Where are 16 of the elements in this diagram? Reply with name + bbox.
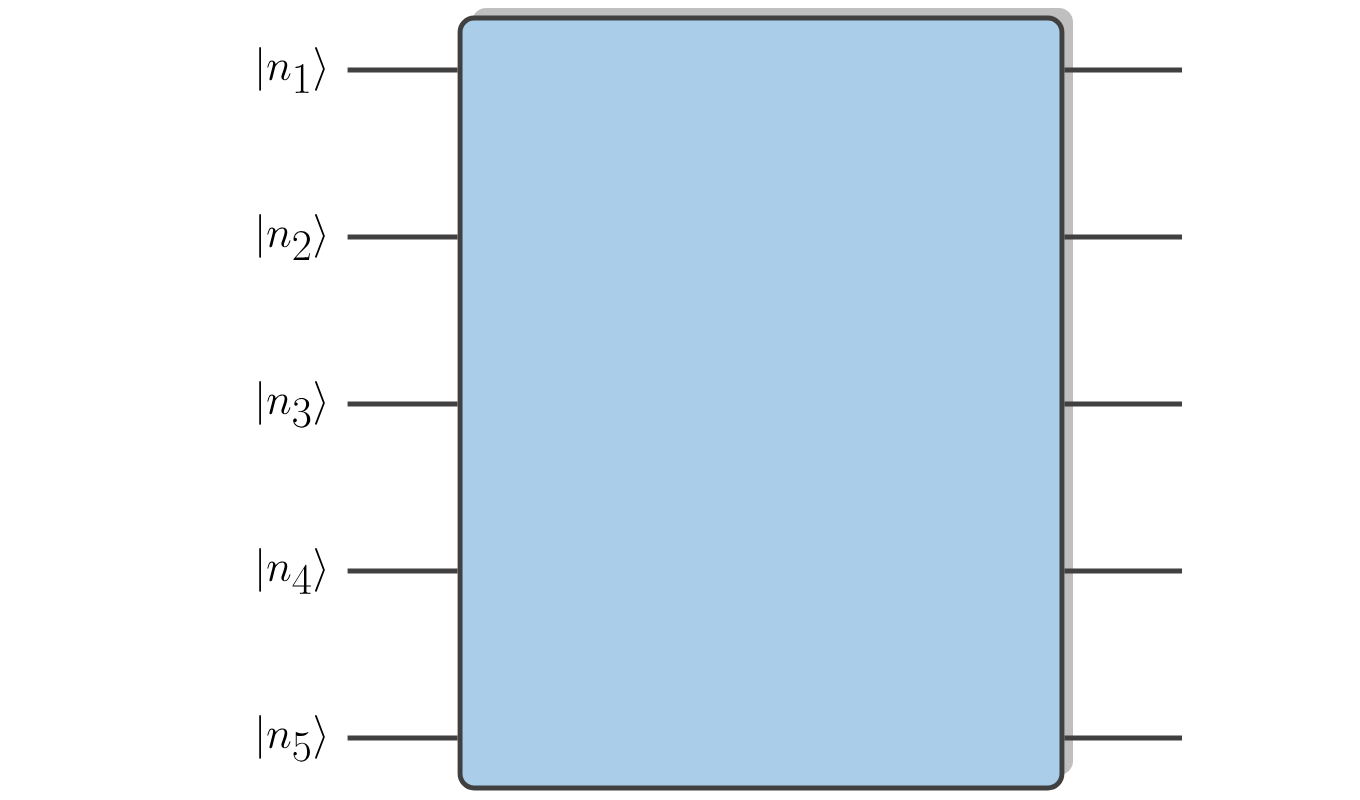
wire-line xyxy=(347,67,458,73)
wire-line xyxy=(347,735,458,741)
ket-label: $|n_{2}\rangle$ xyxy=(259,214,325,260)
wire-line xyxy=(1064,234,1182,240)
gate-box xyxy=(457,8,1073,791)
wire-line xyxy=(347,401,458,407)
wire-line xyxy=(1064,735,1182,741)
ket-label: $|n_{3}\rangle$ xyxy=(259,381,325,428)
wire-line xyxy=(1064,67,1182,73)
ket-label: $|n_{4}\rangle$ xyxy=(259,548,325,594)
wire-line xyxy=(347,234,458,240)
wire-line xyxy=(1064,401,1182,407)
wire-line xyxy=(1064,568,1182,574)
wire-line xyxy=(347,568,458,574)
ket-label: $|n_{1}\rangle$ xyxy=(259,47,325,93)
ket-label: $|n_{5}\rangle$ xyxy=(259,715,325,762)
